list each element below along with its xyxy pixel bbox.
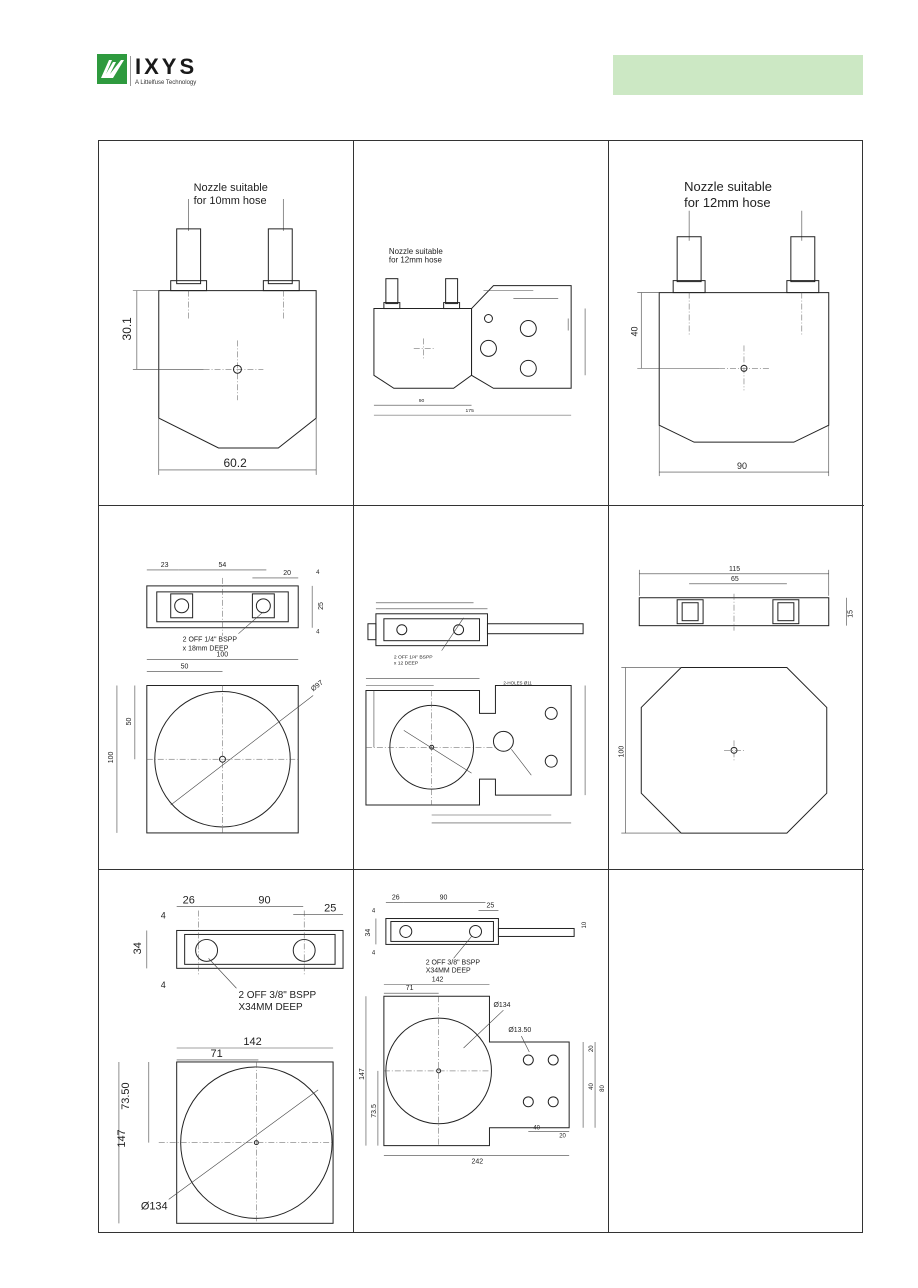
note-line1: Nozzle suitable bbox=[684, 179, 772, 194]
dim-half-side: 50 bbox=[126, 717, 133, 725]
heatsink-drawing-3: Nozzle suitable for 12mm hose 40 bbox=[629, 179, 830, 477]
drawing-cell-6: 115 65 15 100 bbox=[609, 506, 864, 870]
note-line2: X34MM DEEP bbox=[426, 967, 471, 974]
note-line1: Nozzle suitable bbox=[194, 182, 268, 194]
dim-side: 147 bbox=[116, 1129, 128, 1147]
dim-top: 4 bbox=[161, 911, 166, 921]
dim-b2: 20 bbox=[559, 1134, 566, 1140]
dim-b: 90 bbox=[440, 895, 448, 902]
note-line2: X34MM DEEP bbox=[238, 1002, 303, 1013]
dim-side: 147 bbox=[359, 1068, 366, 1080]
dim-b: 90 bbox=[258, 895, 270, 907]
note-line2: for 10mm hose bbox=[194, 195, 267, 207]
drawing-cell-4: 23 54 20 4 25 4 2 OFF 1/4" BSPP x 18mm D… bbox=[99, 506, 354, 870]
dim-height: 40 bbox=[629, 326, 639, 336]
dim-inner: 65 bbox=[731, 576, 739, 583]
note-line1: 2 OFF 3/8" BSPP bbox=[426, 959, 481, 966]
dim-r2: 40 bbox=[589, 1083, 595, 1090]
dim-side: 100 bbox=[108, 751, 115, 763]
dim-outer: 142 bbox=[432, 976, 444, 983]
dim-dia: Ø134 bbox=[493, 1002, 510, 1009]
dim-height: 30.1 bbox=[120, 317, 134, 341]
drawing-grid: Nozzle suitable for 10mm hose 30.1 bbox=[98, 140, 864, 1233]
dim-tab: 10 bbox=[582, 921, 588, 928]
dim-a: 23 bbox=[161, 562, 169, 569]
note-line2: x 18mm DEEP bbox=[183, 646, 229, 653]
dim-thick: 34 bbox=[132, 942, 144, 954]
dim-total: 175 bbox=[466, 408, 475, 414]
dim-b1: 40 bbox=[533, 1126, 540, 1132]
dim-half: 50 bbox=[181, 664, 189, 671]
dim-outer: 115 bbox=[729, 566, 740, 573]
dim-c: 20 bbox=[283, 570, 291, 577]
header-band bbox=[613, 55, 863, 95]
heatsink-drawing-1: Nozzle suitable for 10mm hose 30.1 bbox=[120, 182, 317, 475]
dim-thick: 25 bbox=[318, 602, 325, 610]
dim-bottom: 4 bbox=[372, 950, 376, 956]
brand-tagline: A Littelfuse Technology bbox=[135, 80, 197, 86]
dim-partial: 90 bbox=[419, 398, 425, 404]
note-line2: for 12mm hose bbox=[684, 195, 770, 210]
dim-top: 4 bbox=[316, 570, 320, 576]
dim-top: 4 bbox=[372, 909, 376, 915]
dim-outer: 142 bbox=[243, 1036, 261, 1048]
dim-a: 26 bbox=[183, 895, 195, 907]
ixys-logo-mark-icon bbox=[97, 54, 127, 84]
dim-r3: 80 bbox=[600, 1085, 606, 1092]
logo-separator bbox=[130, 56, 131, 86]
dim-height: 100 bbox=[618, 746, 625, 758]
hole-note: 2-HOLES Ø11 bbox=[503, 681, 532, 686]
drawing-cell-3: Nozzle suitable for 12mm hose 40 bbox=[609, 141, 864, 506]
dim-half: 71 bbox=[406, 985, 414, 992]
dim-a: 26 bbox=[392, 895, 400, 902]
dim-dia: Ø97 bbox=[310, 679, 325, 693]
dim-bottom: 4 bbox=[316, 630, 320, 636]
heatsink-drawing-8: 26 90 25 4 34 4 10 2 OFF 3/8" BSPP X34MM… bbox=[359, 895, 606, 1166]
dim-c: 25 bbox=[486, 903, 494, 910]
note-line2: x 12 DEEP bbox=[394, 661, 419, 667]
drawing-cell-2: Nozzle suitable for 12mm hose 90 175 bbox=[354, 141, 609, 506]
note-line1: 2 OFF 3/8" BSPP bbox=[238, 990, 316, 1001]
dim-b: 54 bbox=[219, 562, 227, 569]
drawing-cell-8: 26 90 25 4 34 4 10 2 OFF 3/8" BSPP X34MM… bbox=[354, 870, 609, 1232]
dim-c: 25 bbox=[324, 903, 336, 915]
note-line1: 2 OFF 1/4" BSPP bbox=[394, 655, 433, 661]
note-line1: Nozzle suitable bbox=[389, 247, 444, 256]
dim-outer: 100 bbox=[217, 652, 229, 659]
heatsink-drawing-2: Nozzle suitable for 12mm hose 90 175 bbox=[373, 247, 586, 416]
note-line2: for 12mm hose bbox=[389, 256, 443, 265]
dim-bottom: 4 bbox=[161, 980, 166, 990]
drawing-cell-5: 2 OFF 1/4" BSPP x 12 DEEP 2-HOLES Ø11 bbox=[354, 506, 609, 870]
dim-hole: Ø13.50 bbox=[508, 1027, 531, 1034]
drawing-cell-1: Nozzle suitable for 10mm hose 30.1 bbox=[99, 141, 354, 506]
heatsink-drawing-7: 26 90 25 4 34 4 2 OFF 3/8" BSPP X34MM DE… bbox=[116, 895, 344, 1224]
drawing-cell-7: 26 90 25 4 34 4 2 OFF 3/8" BSPP X34MM DE… bbox=[99, 870, 354, 1232]
dim-width: 90 bbox=[737, 461, 747, 471]
dim-total: 242 bbox=[472, 1159, 484, 1166]
dim-width: 60.2 bbox=[224, 456, 248, 470]
ixys-logo: IXYS A Littelfuse Technology bbox=[97, 54, 217, 88]
dim-dia: Ø134 bbox=[141, 1200, 168, 1212]
drawing-cell-9-empty bbox=[609, 870, 864, 1232]
heatsink-drawing-6: 115 65 15 100 bbox=[618, 566, 855, 834]
dim-thick: 15 bbox=[848, 610, 855, 618]
dim-offset: 73.5 bbox=[371, 1104, 378, 1118]
heatsink-drawing-5: 2 OFF 1/4" BSPP x 12 DEEP 2-HOLES Ø11 bbox=[365, 602, 586, 824]
dim-offset: 73.50 bbox=[120, 1082, 132, 1109]
dim-r1: 20 bbox=[589, 1045, 595, 1052]
note-line1: 2 OFF 1/4" BSPP bbox=[183, 637, 238, 644]
dim-thick: 34 bbox=[365, 929, 372, 937]
brand-name: IXYS bbox=[135, 54, 198, 79]
dim-half: 71 bbox=[211, 1048, 223, 1060]
heatsink-drawing-4: 23 54 20 4 25 4 2 OFF 1/4" BSPP x 18mm D… bbox=[108, 562, 325, 834]
